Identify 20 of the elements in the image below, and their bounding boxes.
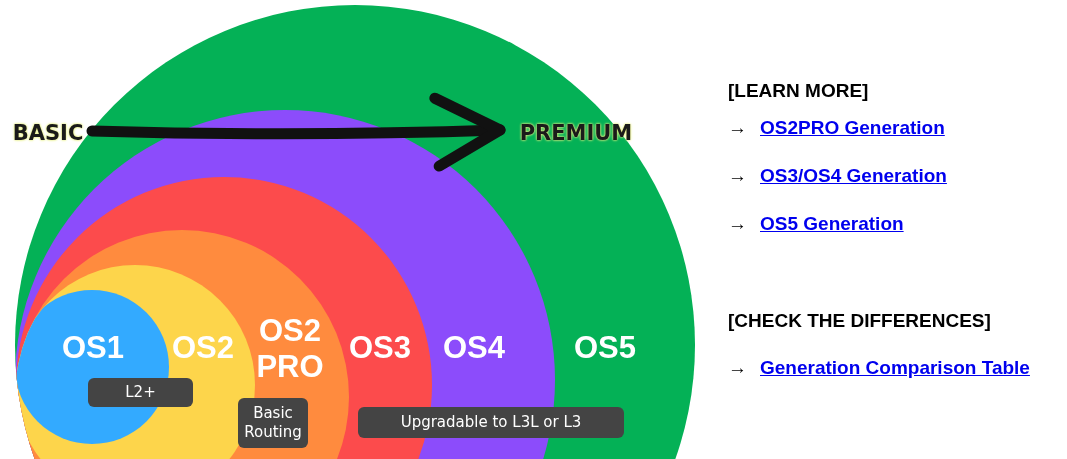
arrow-glyph: →: [728, 165, 747, 187]
generation-label: OS2: [171, 330, 235, 366]
comparison-link: Generation Comparison Table: [760, 357, 1030, 379]
generation-link: OS5 Generation: [760, 213, 904, 235]
scale-label: BASIC: [6, 118, 90, 148]
generation-link: OS3/OS4 Generation: [760, 165, 947, 187]
generation-link: OS2PRO Generation: [760, 117, 945, 139]
level-tag: L2+: [88, 378, 193, 407]
generation-label: OS1: [61, 330, 125, 366]
section-heading: [CHECK THE DIFFERENCES]: [728, 310, 991, 332]
generation-label: OS5: [573, 330, 637, 366]
section-heading: [LEARN MORE]: [728, 80, 869, 102]
arrow-glyph: →: [728, 117, 747, 139]
generation-label: OS2 PRO: [255, 313, 325, 385]
level-tag: Basic Routing: [238, 398, 308, 448]
generation-label: OS4: [442, 330, 506, 366]
arrow-glyph: →: [728, 213, 747, 235]
arrow-glyph: →: [728, 357, 747, 379]
level-tag: Upgradable to L3L or L3: [358, 407, 624, 438]
generation-label: OS3: [348, 330, 412, 366]
